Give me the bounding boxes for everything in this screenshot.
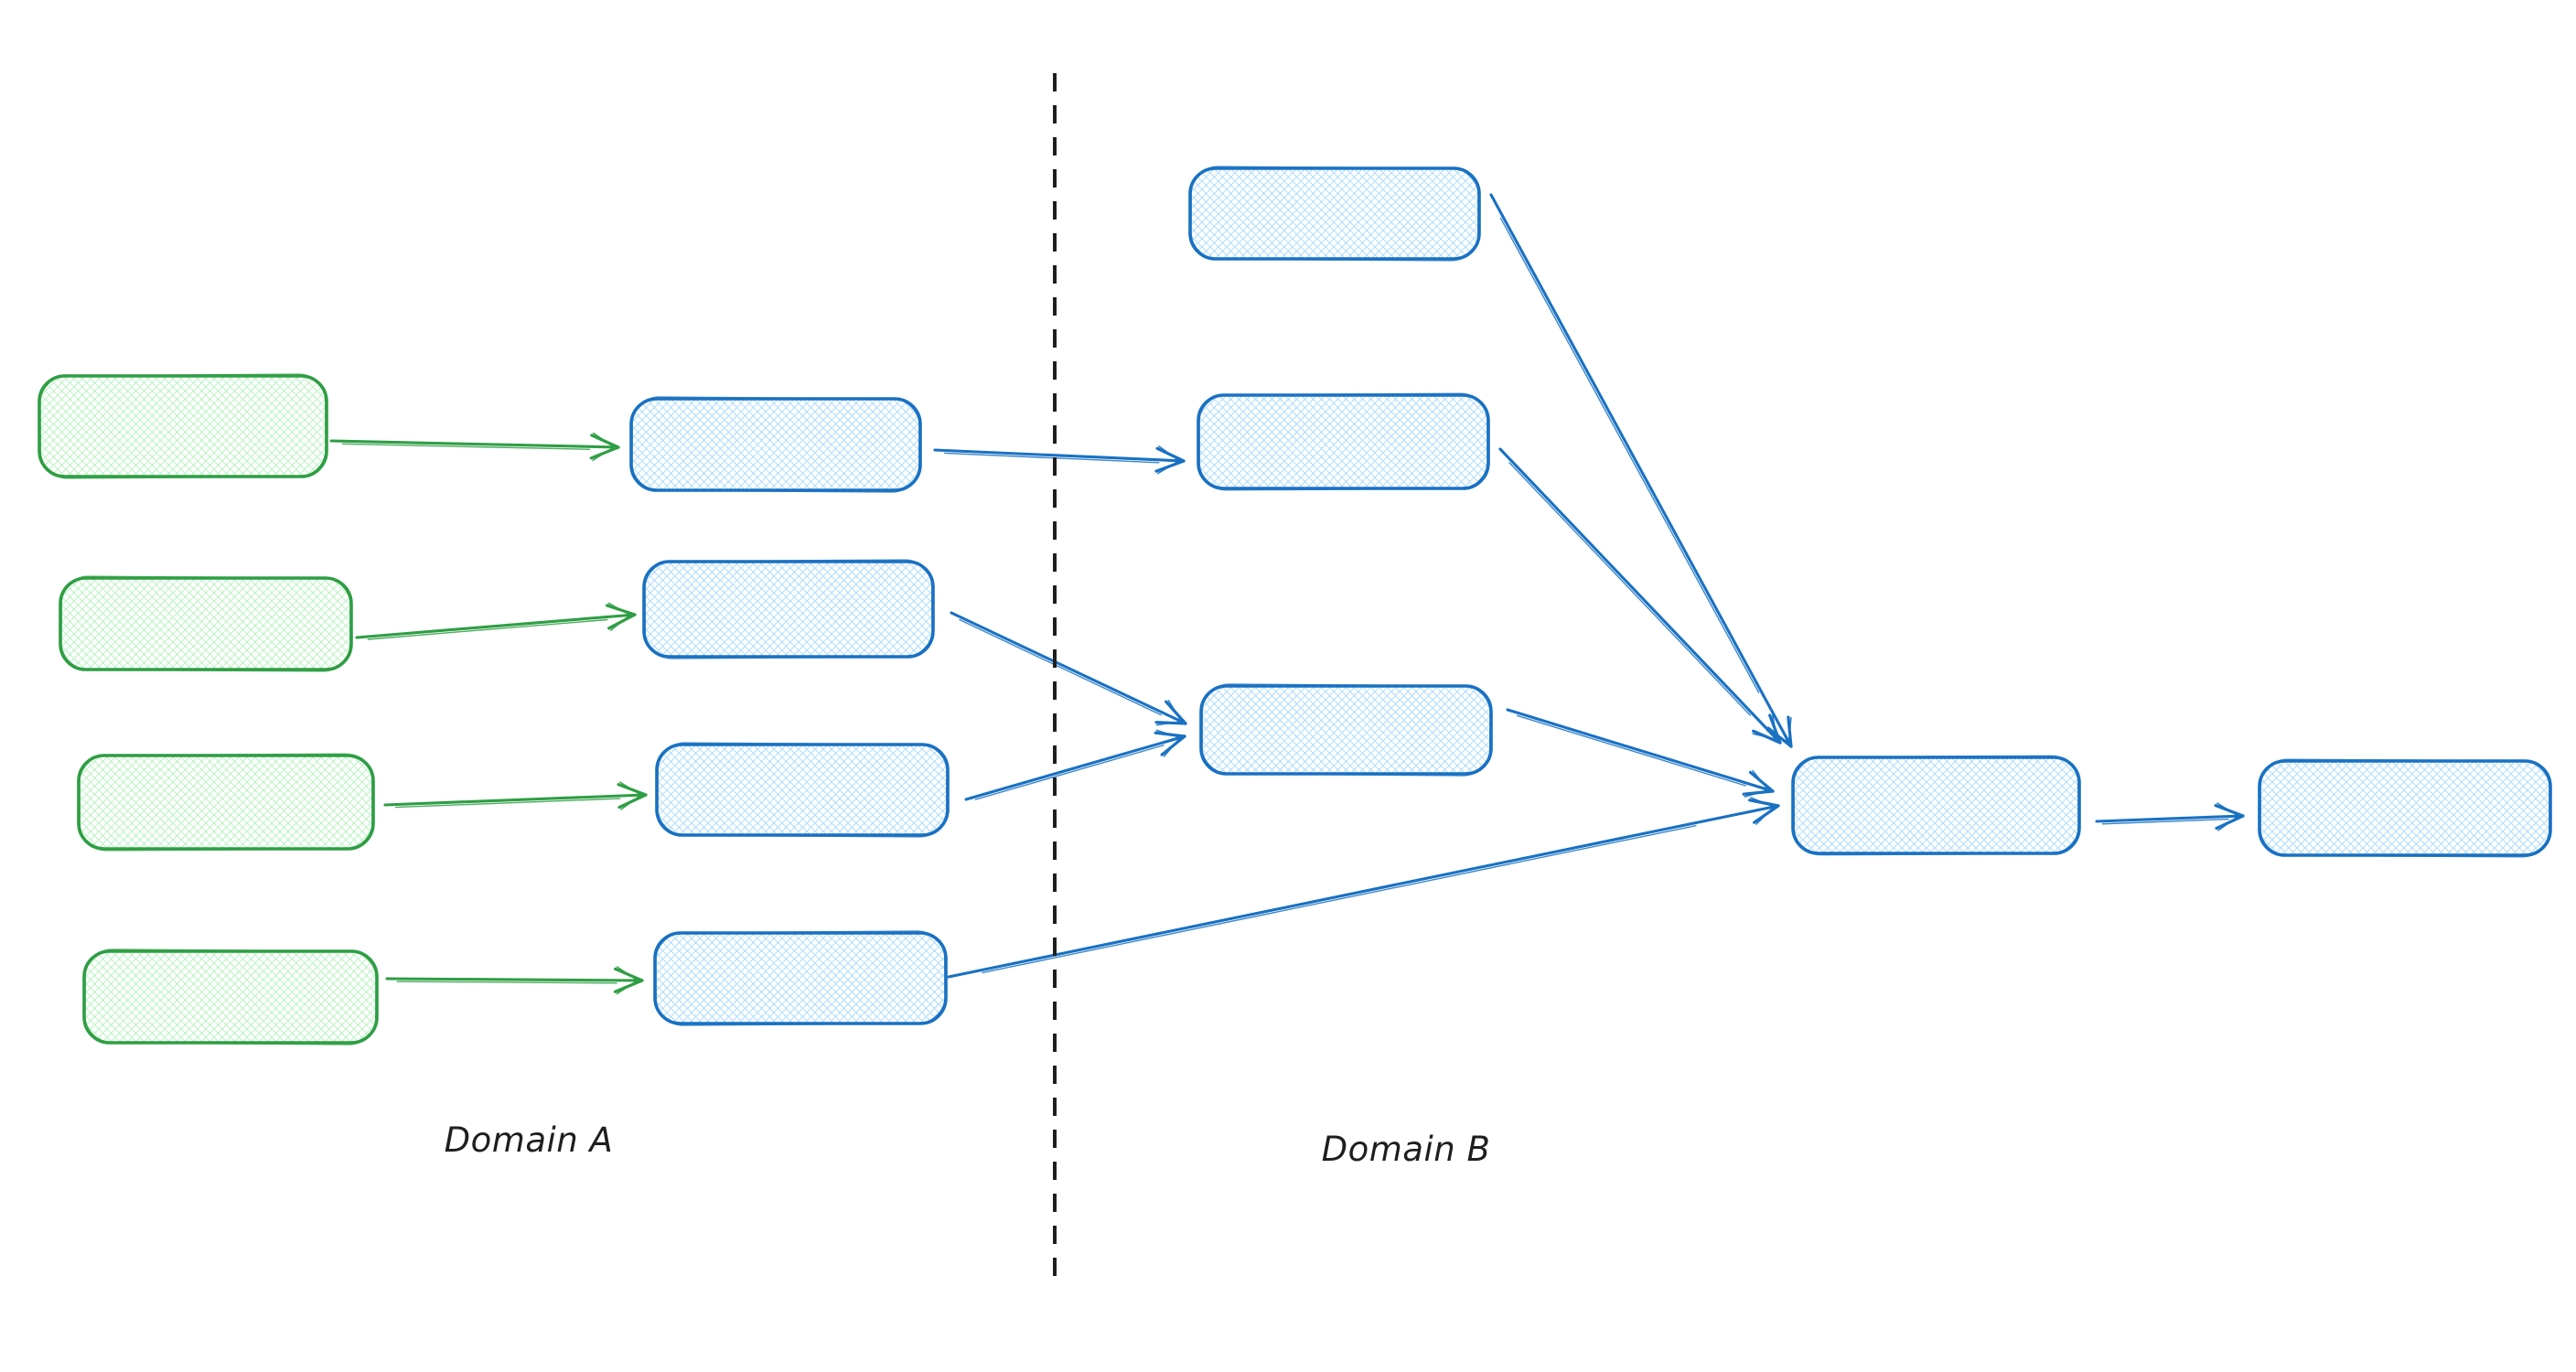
nodes-layer [38,166,2552,1045]
edge-domain-a-stage-3-to-domain-b-node-3[interactable] [964,729,1186,801]
node-domain-b-node-2[interactable] [1197,392,1490,491]
edge-domain-a-source-4-to-domain-a-stage-4[interactable] [385,966,644,995]
node-domain-a-stage-1[interactable] [629,396,922,493]
edge-domain-a-source-2-to-domain-a-stage-2[interactable] [355,602,637,640]
edge-domain-a-stage-1-to-domain-b-node-2[interactable] [933,445,1186,475]
node-domain-b-node-1[interactable] [1188,166,1481,262]
node-domain-a-stage-3[interactable] [655,742,950,838]
node-domain-a-stage-2[interactable] [642,559,935,659]
edges-layer [329,193,2245,995]
node-domain-b-hub[interactable] [1791,755,2081,856]
node-domain-a-source-2[interactable] [59,575,353,672]
node-domain-b-output[interactable] [2258,758,2552,858]
edge-domain-a-source-1-to-domain-a-stage-1[interactable] [329,432,620,461]
node-domain-a-stage-4[interactable] [653,930,948,1026]
edge-domain-b-node-3-to-domain-b-hub[interactable] [1506,708,1775,798]
node-domain-a-source-1[interactable] [38,373,328,479]
edge-domain-b-node-1-to-domain-b-hub[interactable] [1489,193,1793,748]
node-domain-a-source-3[interactable] [77,753,375,852]
domain-a-label[interactable]: Domain A [445,1120,614,1160]
edge-domain-b-node-2-to-domain-b-hub[interactable] [1498,447,1782,745]
domain-b-label[interactable]: Domain B [1322,1130,1491,1169]
edge-domain-b-hub-to-domain-b-output[interactable] [2095,802,2245,831]
edge-domain-a-stage-2-to-domain-b-node-3[interactable] [950,611,1187,726]
node-domain-a-source-4[interactable] [82,949,379,1045]
node-domain-b-node-3[interactable] [1199,683,1493,777]
edge-domain-a-stage-4-to-domain-b-hub[interactable] [947,797,1780,979]
edge-domain-a-source-3-to-domain-a-stage-3[interactable] [383,781,648,810]
